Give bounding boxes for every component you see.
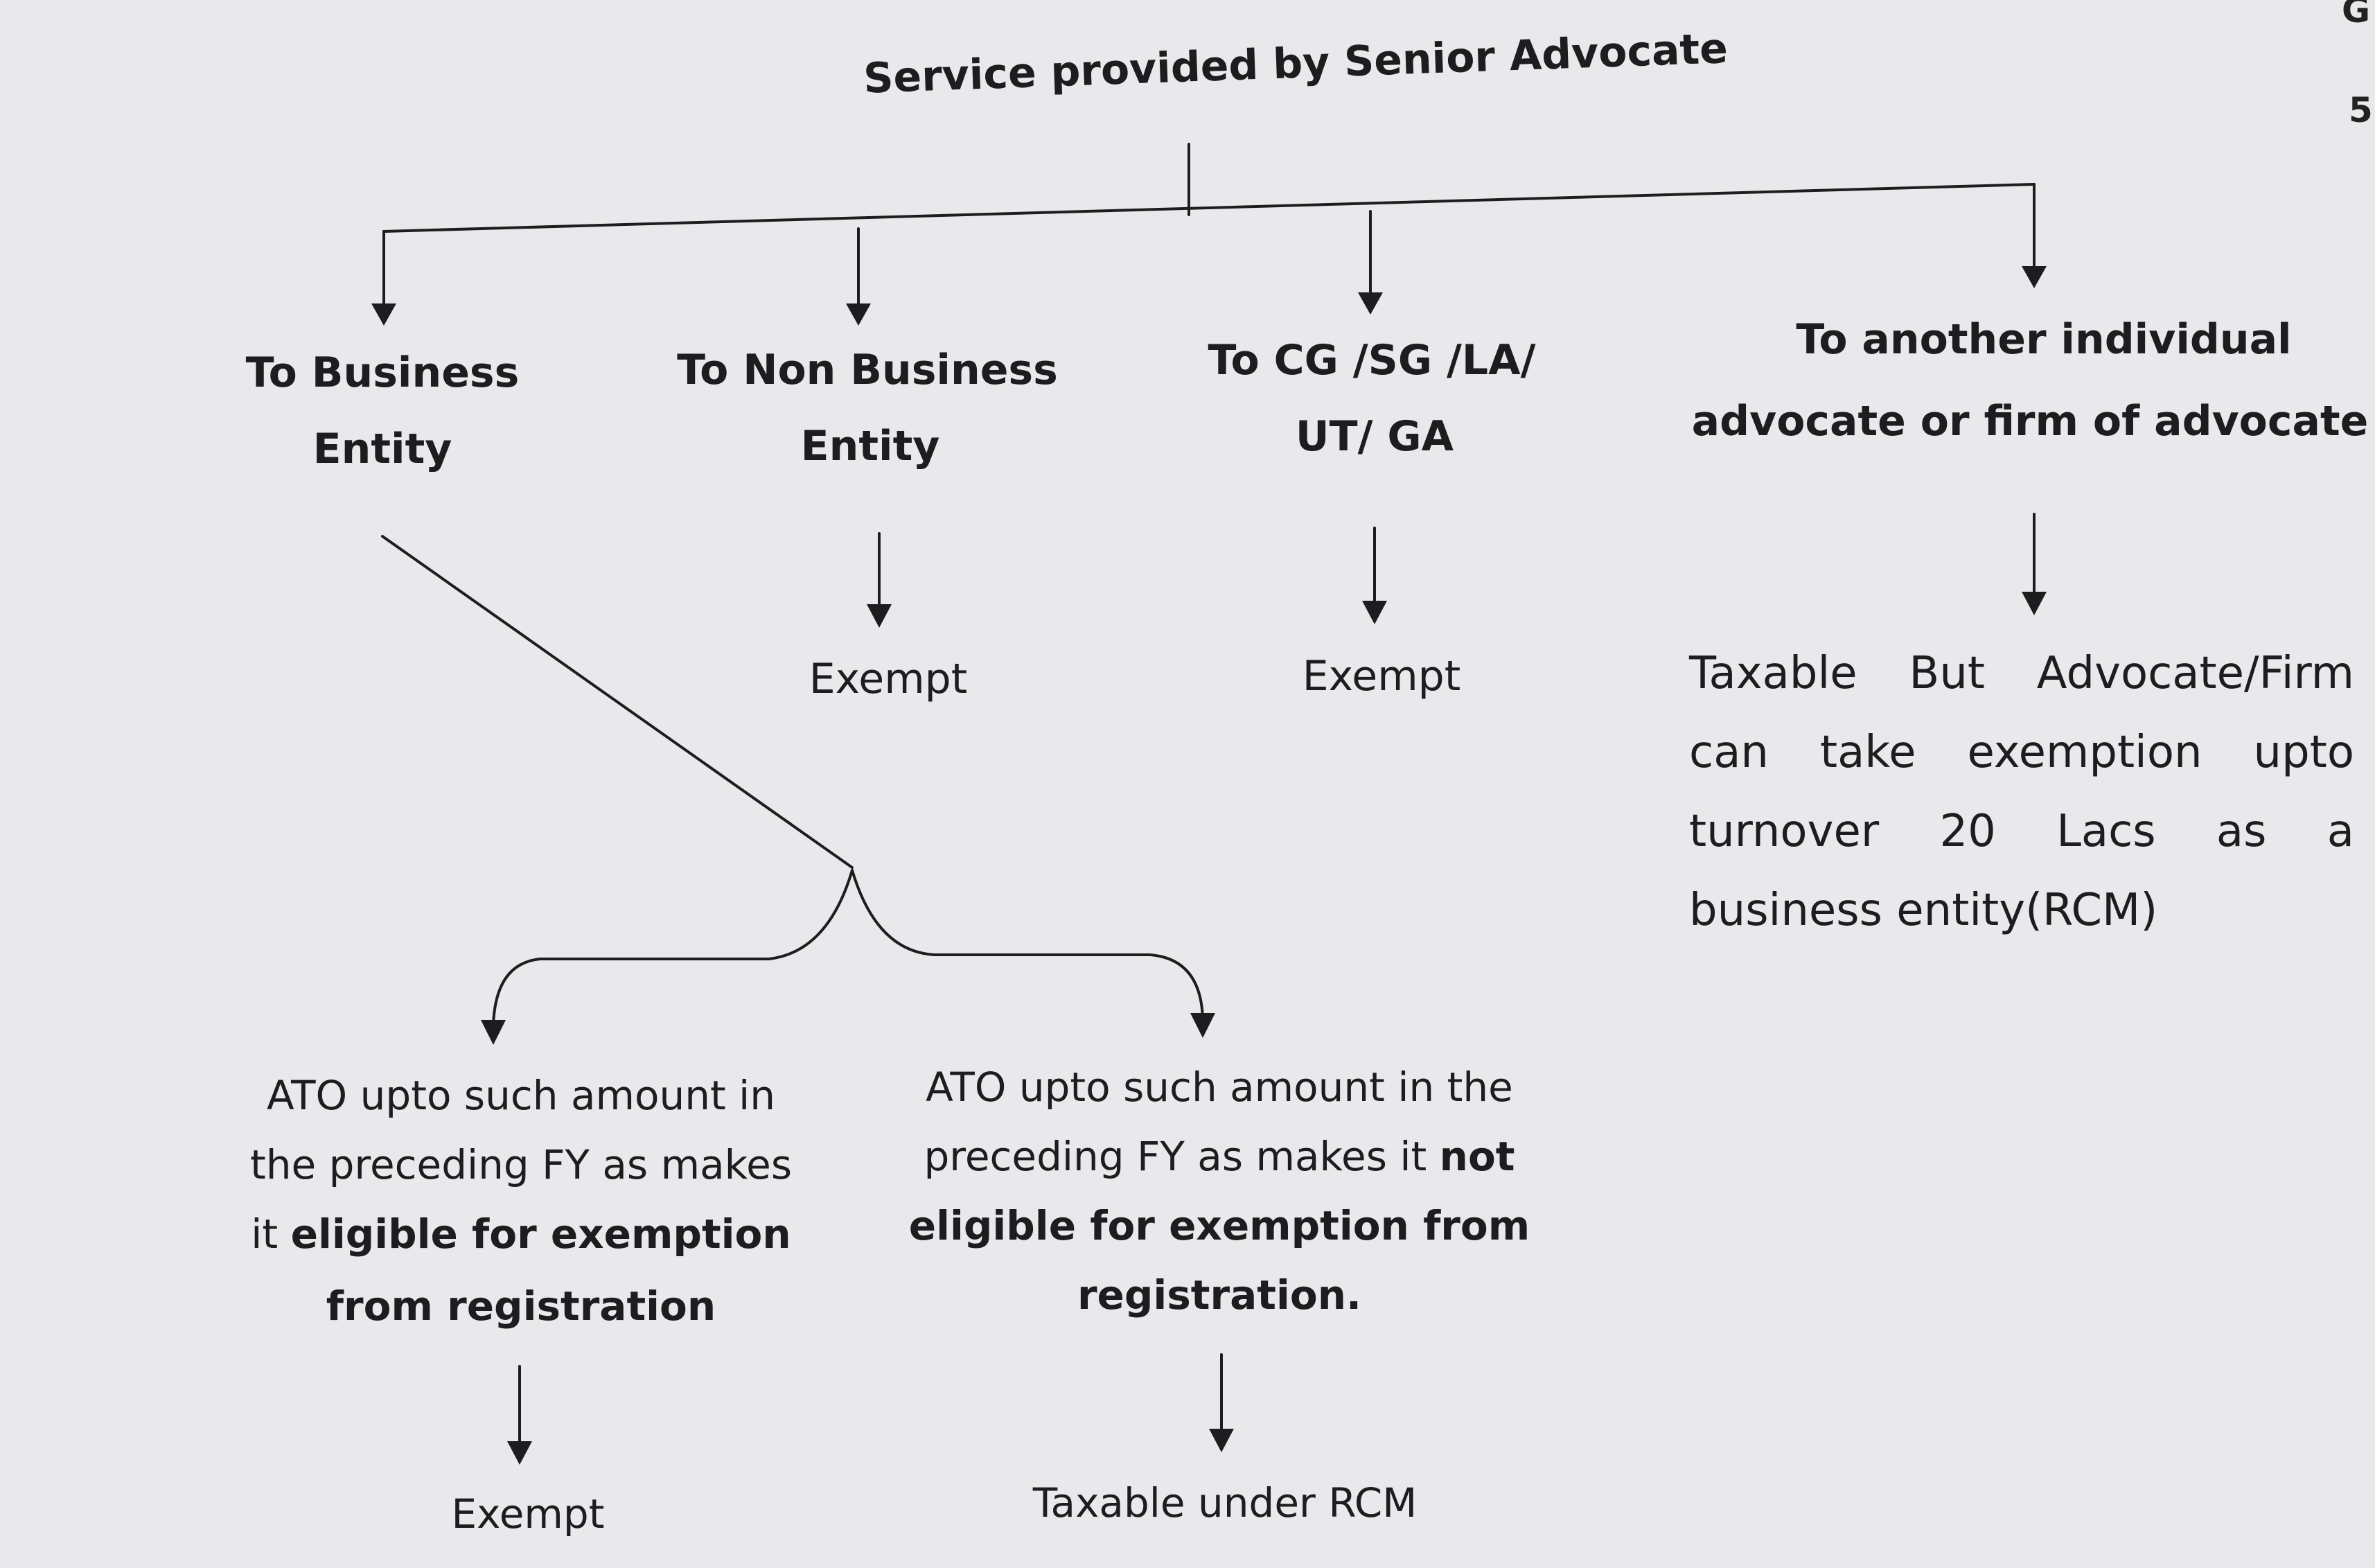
arrowhead-non-business [846, 303, 871, 326]
advocate-outcome-word: Advocate/Firm [2036, 648, 2354, 699]
brace-left-line [492, 869, 854, 1027]
advocate-outcome-word: take [1819, 727, 1916, 778]
branch-government-label-line-2: UT/ GA [1295, 412, 1454, 461]
advocate-outcome-word: exemption [1967, 727, 2202, 778]
arrowhead-government [1358, 292, 1383, 315]
advocate-outcome-word: a [2327, 806, 2354, 857]
brace-right-line [851, 869, 1204, 1020]
advocate-outcome-word: Taxable [1689, 648, 1857, 699]
advocate-outcome-word: Lacs [2056, 806, 2156, 857]
eligible-label-line-1: ATO upto such amount in [266, 1072, 776, 1119]
not-eligible-outcome: Taxable under RCM [1032, 1479, 1418, 1526]
arrowhead-outcome-not-eligible [1209, 1429, 1234, 1452]
diagonal-line-business [381, 535, 854, 869]
advocate-outcome-word: turnover [1689, 806, 1880, 857]
eligible-label-line-3: it eligible for exemption [251, 1214, 791, 1254]
margin-mark-top: G [2342, 0, 2371, 30]
advocate-outcome-word: can [1689, 727, 1769, 778]
branch-business-label-line-2: Entity [312, 425, 452, 473]
arrowhead-outcome-eligible [507, 1441, 532, 1465]
not-eligible-label-line-1: ATO upto such amount in the [926, 1064, 1513, 1111]
not-eligible-label-line-3: eligible for exemption from [908, 1202, 1530, 1249]
not-eligible-label-bold: not [1439, 1133, 1515, 1180]
branch-advocate-label-line-1: To another individual [1796, 315, 2292, 364]
branch-business-label-line-1: To Business [245, 349, 520, 397]
branch-government-label-line-1: To CG /SG /LA/ [1208, 336, 1536, 385]
advocate-outcome-word: But [1909, 648, 1985, 699]
arrowhead-not-eligible-branch [1190, 1013, 1215, 1038]
arrowhead-advocate [2022, 266, 2047, 288]
margin-mark-page-number: 5 [2349, 90, 2373, 130]
arrowhead-business [371, 303, 396, 326]
advocate-outcome-line-2: can take exemption upto [1689, 730, 2354, 775]
arrowhead-outcome-government [1362, 601, 1387, 624]
eligible-label-line-4: from registration [326, 1283, 716, 1330]
advocate-outcome-word: upto [2253, 727, 2354, 778]
not-eligible-label-plain: preceding FY as makes it [924, 1133, 1440, 1180]
advocate-outcome-line-4: business entity(RCM) [1689, 885, 2158, 936]
eligible-outcome: Exempt [451, 1490, 605, 1538]
arrowhead-eligible-branch [481, 1020, 506, 1045]
branch-government-outcome: Exempt [1302, 652, 1461, 701]
eligible-label-plain: it [251, 1210, 291, 1258]
branch-non-business-label-line-2: Entity [800, 422, 940, 470]
branch-advocate-label-line-2: advocate or firm of advocate [1691, 397, 2369, 446]
branch-bus-line [382, 183, 2036, 233]
advocate-outcome-line-3: turnover 20 Lacs as a [1689, 809, 2354, 854]
advocate-outcome-word: as [2216, 806, 2267, 857]
arrowhead-outcome-advocate [2022, 592, 2047, 615]
eligible-label-line-2: the preceding FY as makes [249, 1141, 793, 1188]
branch-non-business-label-line-1: To Non Business [677, 346, 1058, 394]
eligible-label-bold: eligible for exemption [290, 1210, 791, 1258]
not-eligible-label-line-4: registration. [1077, 1271, 1362, 1319]
advocate-outcome-line-1: Taxable But Advocate/Firm [1689, 651, 2354, 696]
advocate-outcome-word: 20 [1939, 806, 1996, 857]
not-eligible-label-line-2: preceding FY as makes it not [924, 1136, 1515, 1177]
branch-non-business-outcome: Exempt [809, 655, 968, 703]
arrowhead-outcome-non-business [867, 604, 892, 628]
